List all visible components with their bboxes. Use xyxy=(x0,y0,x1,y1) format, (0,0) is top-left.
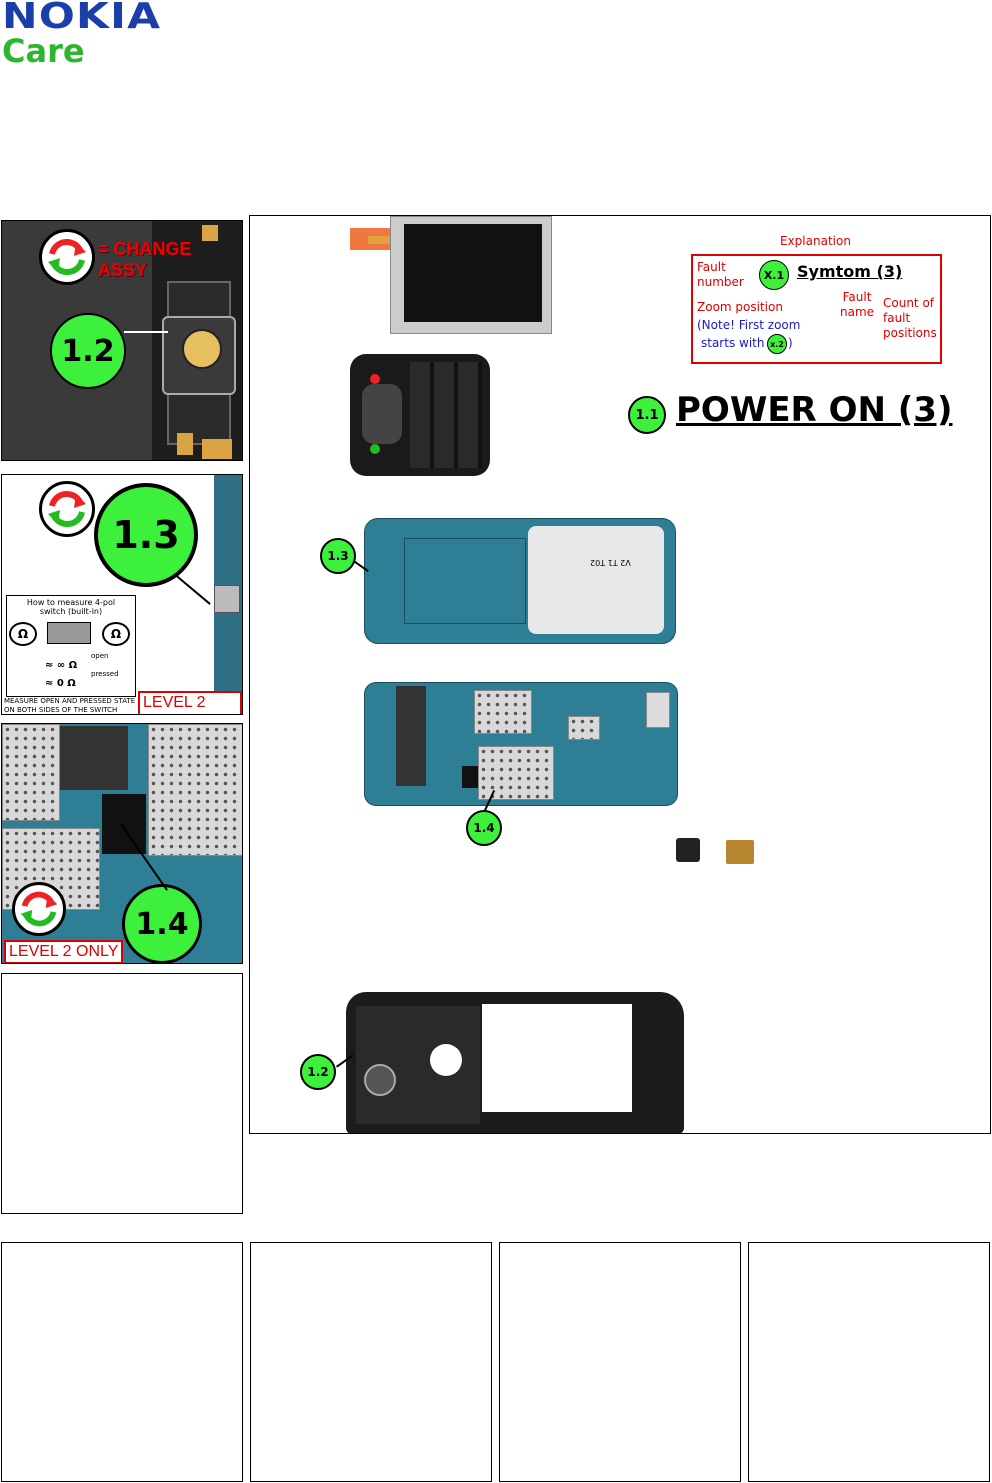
notes-box-1 xyxy=(1,1242,243,1482)
note-line-1: (Note! First zoom xyxy=(697,318,801,332)
note-line-2: starts with xyxy=(701,336,765,350)
fault-name-label: Fault name xyxy=(839,290,875,319)
shield-can xyxy=(474,690,532,734)
shield-can xyxy=(478,746,554,800)
switch-diagram xyxy=(47,622,91,644)
howto-title: How to measure 4-pol switch (built-in) xyxy=(26,598,116,616)
zoom-marker-1-2[interactable]: 1.2 xyxy=(50,313,126,389)
contact-pad xyxy=(202,225,218,241)
example-marker: X.1 xyxy=(759,260,789,290)
shield-can xyxy=(148,724,242,856)
notes-box-3 xyxy=(499,1242,741,1482)
pcb-text: V2 T1 T02 xyxy=(590,558,631,567)
pcb-outline xyxy=(404,538,526,624)
count-label: Count of fault positions xyxy=(883,296,937,340)
level-2-label: LEVEL 2 ONLY xyxy=(138,691,242,714)
main-layout-panel: Explanation Fault number X.1 Symtom (3) … xyxy=(249,215,991,1134)
zoom-marker-1-3[interactable]: 1.3 xyxy=(94,483,198,587)
housing-hole xyxy=(430,1044,462,1076)
shield-can xyxy=(2,724,60,821)
pcb-metal-area xyxy=(528,526,664,634)
omega-right: Ω xyxy=(102,622,130,646)
fault-marker-1-4[interactable]: 1.4 xyxy=(466,810,502,846)
notes-box-2 xyxy=(250,1242,492,1482)
zoom-panel-1-3: 1.3 How to measure 4-pol switch (built-i… xyxy=(1,474,243,715)
nokia-logo: NOKIA xyxy=(2,0,162,37)
camera-module xyxy=(676,838,700,862)
number-keys xyxy=(410,362,482,468)
howto-box: How to measure 4-pol switch (built-in) Ω… xyxy=(6,595,136,697)
fault-number-label: Fault number xyxy=(697,260,744,289)
change-assy-label: = CHANGE ASSY xyxy=(98,239,192,280)
fault-title: POWER ON (3) xyxy=(676,390,953,430)
chip xyxy=(60,726,128,790)
chip xyxy=(102,794,146,854)
camera-chip xyxy=(726,840,754,864)
zoom-marker-1-4[interactable]: 1.4 xyxy=(122,884,202,963)
switch-component xyxy=(214,585,240,613)
pressed-value: ≈ 0 Ω xyxy=(45,678,76,689)
fault-marker-1-2[interactable]: 1.2 xyxy=(300,1054,336,1090)
open-label: open xyxy=(91,652,109,660)
pcb-component-1-4 xyxy=(462,766,478,788)
fault-marker-1-3[interactable]: 1.3 xyxy=(320,538,356,574)
contact-pad xyxy=(177,433,193,455)
empty-panel xyxy=(1,973,243,1214)
end-key xyxy=(370,374,380,384)
level-2-label: LEVEL 2 ONLY xyxy=(4,940,124,963)
measure-note: MEASURE OPEN AND PRESSED STATE ON BOTH S… xyxy=(4,697,136,714)
pcb-connector xyxy=(646,692,670,728)
shield-can xyxy=(568,716,600,740)
pressed-label: pressed xyxy=(91,670,119,678)
note-close: ) xyxy=(788,336,793,350)
example-symptom: Symtom (3) xyxy=(797,262,903,281)
pointer-line xyxy=(124,331,168,333)
contact-pad xyxy=(202,439,232,459)
change-assy-icon xyxy=(39,481,95,537)
explanation-title: Explanation xyxy=(780,234,851,248)
open-value: ≈ ∞ Ω xyxy=(45,660,78,671)
notes-box-4 xyxy=(748,1242,990,1482)
display-flex-cable xyxy=(368,236,408,244)
care-logo: Care xyxy=(2,32,85,70)
change-assy-icon xyxy=(39,229,95,285)
omega-left: Ω xyxy=(9,622,37,646)
speaker-contact xyxy=(182,329,222,369)
pcb-component xyxy=(396,686,426,786)
zoom-position-label: Zoom position xyxy=(697,300,783,314)
navi-key xyxy=(362,384,402,444)
call-key xyxy=(370,444,380,454)
change-assy-icon xyxy=(12,882,66,936)
zoom-panel-1-2: = CHANGE ASSY 1.2 xyxy=(1,220,243,461)
zoom-panel-1-4: 1.4 LEVEL 2 ONLY xyxy=(1,723,243,964)
speaker-holder xyxy=(364,1064,396,1096)
example-zoom-marker: x.2 xyxy=(767,334,787,354)
explanation-box: Fault number X.1 Symtom (3) Zoom positio… xyxy=(691,254,942,364)
housing-window xyxy=(482,1004,632,1112)
display-lcd xyxy=(404,224,542,322)
fault-marker-1-1[interactable]: 1.1 xyxy=(628,396,666,434)
